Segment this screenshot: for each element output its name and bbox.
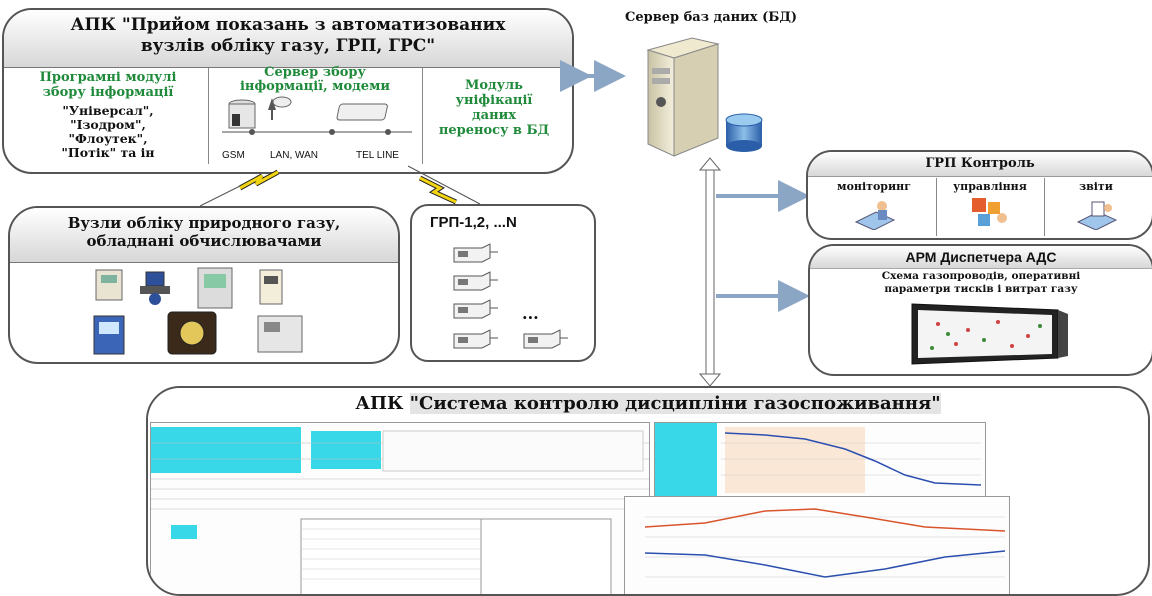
- dispatcher-line1: Схема газопроводів, оперативні: [881, 270, 1081, 282]
- trend-chart-screenshot: [654, 422, 986, 498]
- dispatcher-workstation-panel: АРМ Диспетчера АДС Схема газопроводів, о…: [808, 244, 1152, 376]
- collection-server-title: Сервер збору інформації, модеми: [210, 66, 420, 94]
- gas-nodes-header: Вузли обліку природного газу, обладнані …: [10, 208, 398, 263]
- apk-discipline-prefix: АПК: [355, 393, 410, 414]
- grp-control-reports: звіти: [1079, 180, 1113, 193]
- collection-server-title-line2: інформації, модеми: [239, 79, 391, 94]
- module-item: "Універсал",: [62, 103, 154, 118]
- module-item: "Флоутек",: [68, 131, 148, 146]
- unification-line: уніфікації: [455, 93, 533, 108]
- grp-control-monitoring: моніторинг: [837, 180, 911, 193]
- apk-reception-title-line2: вузлів обліку газу, ГРП, ГРС": [140, 36, 436, 56]
- grp-unit: [522, 328, 568, 350]
- grp-unit: [452, 242, 498, 264]
- management-icon: [972, 198, 1007, 226]
- module-item: "Потік" та ін: [61, 145, 155, 160]
- dispatcher-monitor-icon: [911, 303, 1068, 365]
- unification-line: Модуль: [464, 78, 524, 93]
- unification-line: переносу в БД: [438, 123, 550, 138]
- grp-unit: [452, 270, 498, 292]
- grp-control-management: управління: [953, 180, 1027, 193]
- collection-server-title-line1: Сервер збору: [264, 65, 366, 80]
- modules-list: "Універсал", "Ізодром", "Флоутек", "Поті…: [10, 104, 206, 160]
- db-server-label: Сервер баз даних (БД): [625, 10, 798, 25]
- dispatcher-description: Схема газопроводів, оперативні параметри…: [820, 270, 1142, 296]
- grp-ellipsis: ...: [522, 304, 539, 323]
- modules-title-line1: Програмні модулі: [39, 70, 177, 85]
- apk-discipline-header: АПК "Система контролю дисципліни газоспо…: [148, 388, 1148, 420]
- modules-title: Програмні модулі збору інформації: [10, 70, 206, 100]
- gas-meters-illustration: [93, 267, 303, 355]
- dispatcher-header: АРМ Диспетчера АДС: [810, 246, 1152, 269]
- grp-control-panel: ГРП Контроль моніторинг управління звіти: [806, 150, 1152, 240]
- apk-discipline-panel: АПК "Система контролю дисципліни газоспо…: [146, 386, 1150, 596]
- apk-discipline-title: АПК "Система контролю дисципліни газоспо…: [148, 388, 1148, 420]
- unification-line: даних: [472, 108, 516, 123]
- dispatcher-line2: параметри тисків і витрат газу: [884, 283, 1078, 295]
- modules-title-line2: збору інформації: [42, 85, 174, 100]
- monitoring-icon: [854, 201, 896, 230]
- channel-gsm: GSM: [222, 150, 245, 161]
- grp-panel: ГРП-1,2, ...N ...: [410, 204, 596, 362]
- dispatcher-title: АРМ Диспетчера АДС: [905, 249, 1057, 265]
- reports-icon: [1076, 201, 1118, 230]
- grp-control-title: ГРП Контроль: [925, 156, 1035, 171]
- grp-title: ГРП-1,2, ...N: [430, 214, 517, 231]
- report-table-screenshot: [150, 422, 650, 594]
- gas-nodes-title-line2: обладнані обчислювачами: [86, 232, 322, 250]
- channel-tel-line: TEL LINE: [356, 150, 399, 161]
- grp-control-header: ГРП Контроль: [808, 152, 1152, 177]
- module-item: "Ізодром",: [70, 117, 146, 132]
- apk-discipline-name: "Система контролю дисципліни газоспожива…: [409, 393, 941, 414]
- gas-nodes-title-line1: Вузли обліку природного газу,: [67, 214, 341, 232]
- grp-unit: [452, 298, 498, 320]
- unification-module: Модуль уніфікації даних переносу в БД: [424, 78, 564, 138]
- apk-reception-title-line1: АПК "Прийом показань з автоматизованих: [70, 15, 506, 35]
- gas-metering-nodes-panel: Вузли обліку природного газу, обладнані …: [8, 206, 400, 364]
- db-server-icon: [646, 37, 763, 157]
- apk-reception-panel: АПК "Прийом показань з автоматизованих в…: [2, 8, 574, 174]
- grp-unit: [452, 328, 498, 350]
- channel-lan-wan: LAN, WAN: [270, 150, 318, 161]
- comparison-chart-screenshot: [624, 496, 1010, 594]
- apk-reception-header: АПК "Прийом показань з автоматизованих в…: [4, 10, 572, 68]
- modem-network-illustration: [222, 96, 412, 135]
